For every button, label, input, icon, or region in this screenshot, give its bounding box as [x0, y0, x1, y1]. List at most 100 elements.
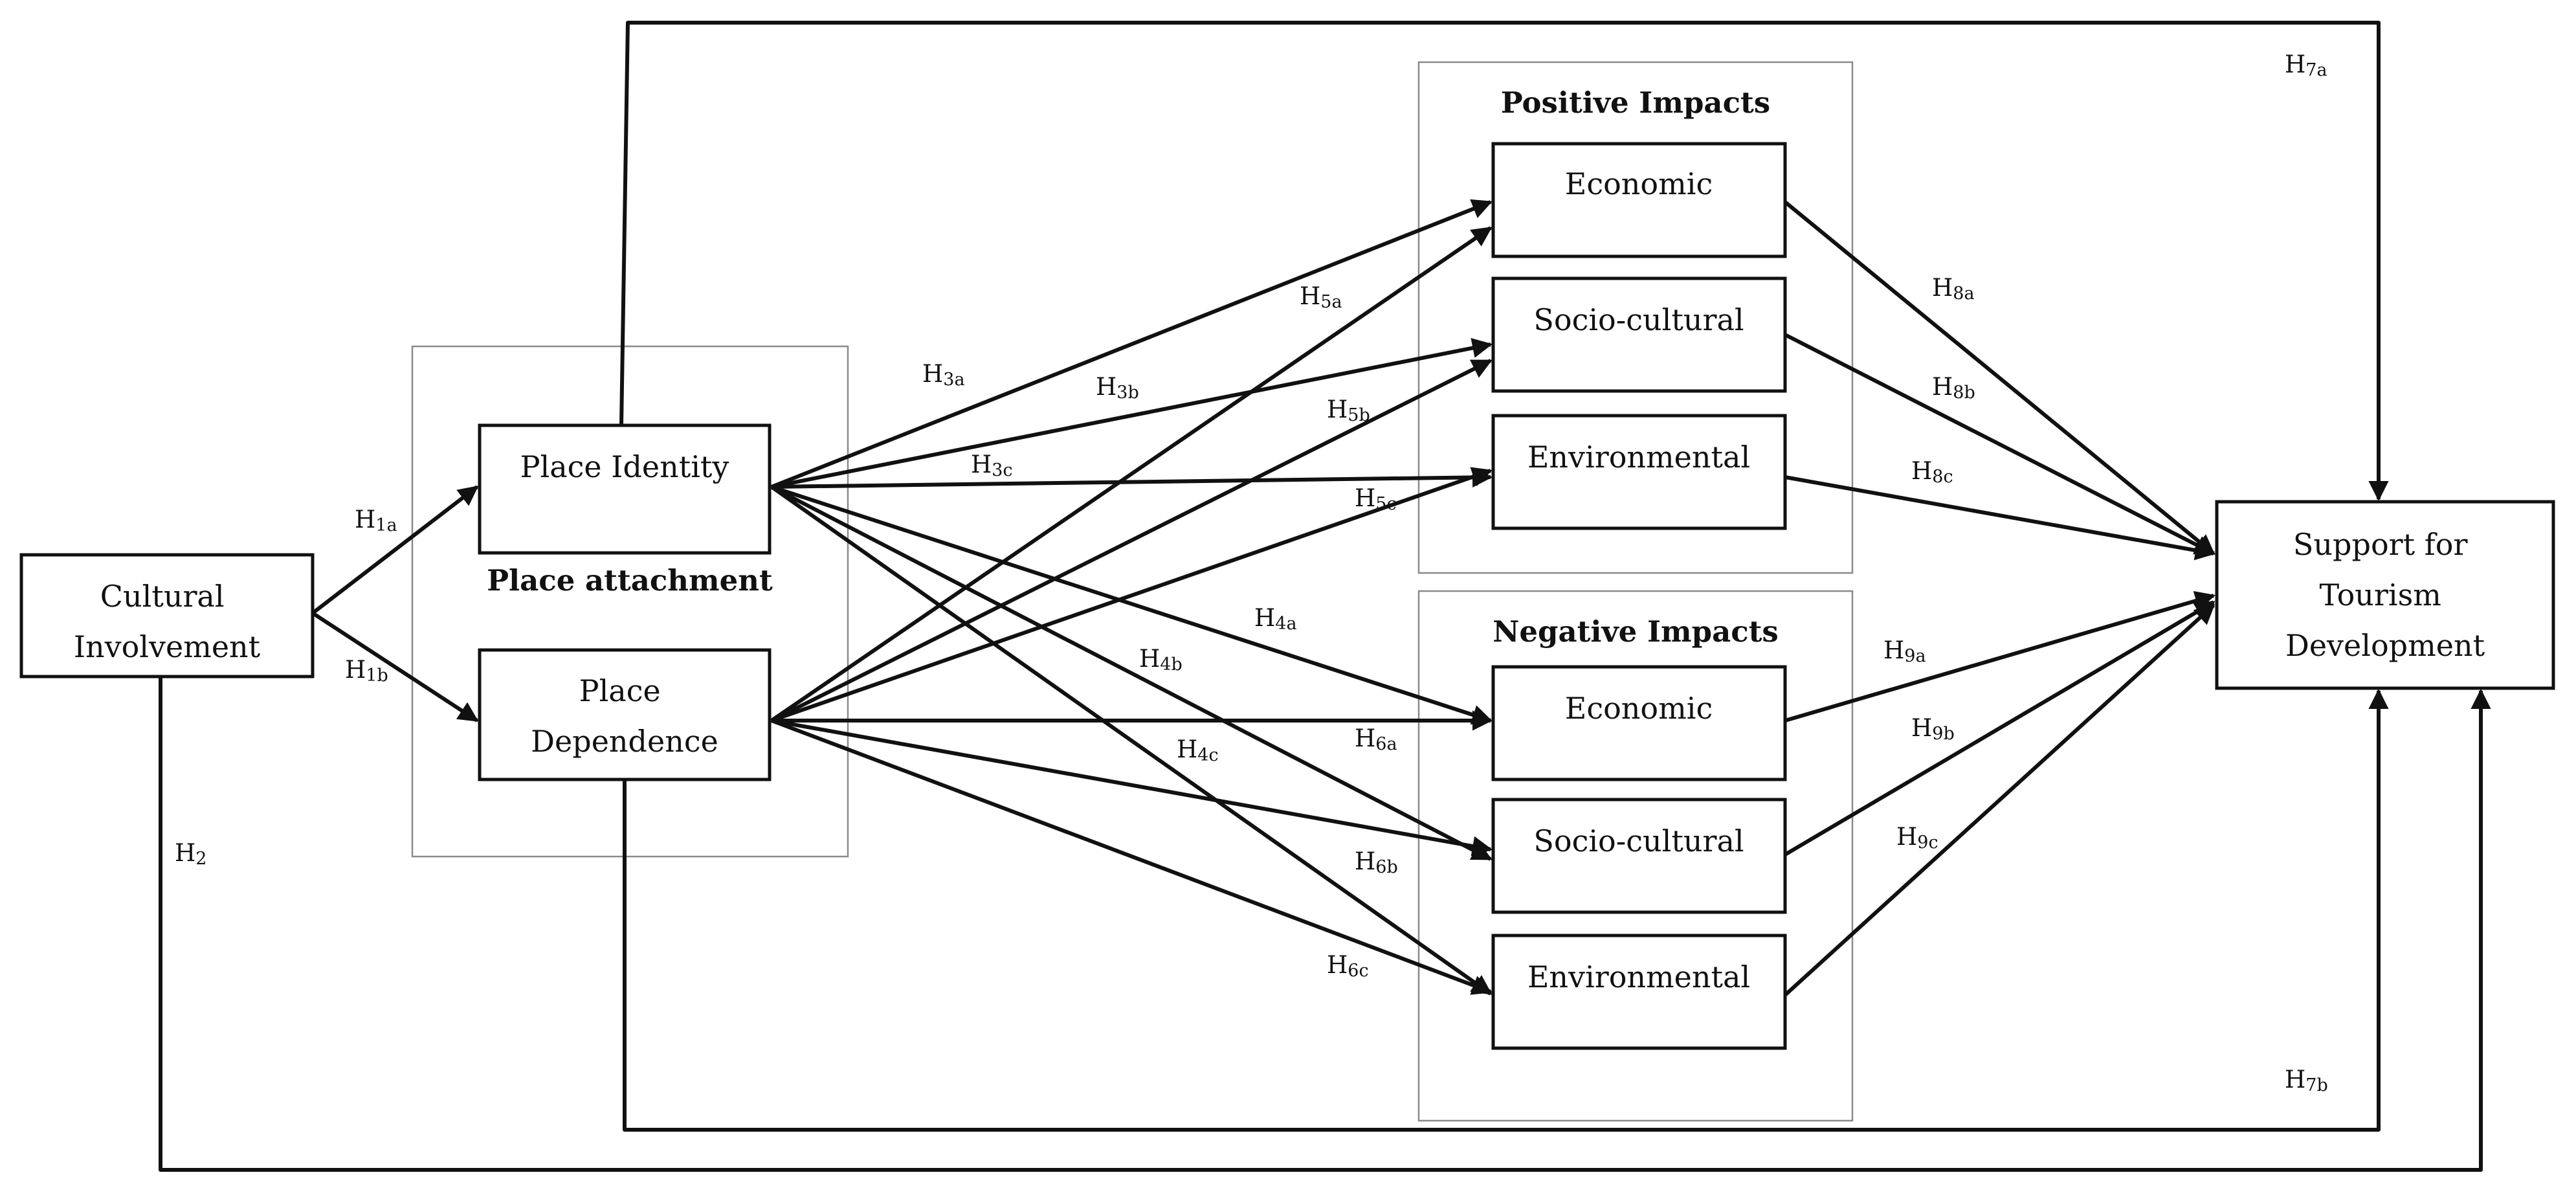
edge-h9b [1784, 600, 2215, 857]
edges [159, 21, 2491, 1172]
support-line-1: Support for [2293, 527, 2468, 562]
hypothesis-label-h9b: H9b [1911, 714, 1955, 744]
hypothesis-letter: H [922, 360, 943, 388]
edge-h1b [311, 611, 479, 723]
edge-h4a [771, 485, 1493, 725]
hypothesis-subscript: 6b [1375, 857, 1397, 877]
cultural-involvement-line-2: Involvement [74, 629, 261, 664]
positive-environmental-node: Environmental [1491, 414, 1787, 530]
hypothesis-subscript: 1b [366, 666, 388, 686]
negative-economic-label: Economic [1565, 691, 1713, 726]
edge-h4b [770, 485, 1493, 861]
hypothesis-letter: H [1327, 396, 1348, 423]
hypothesis-letter: H [1355, 484, 1375, 512]
nodes: Cultural Involvement Place Identity Plac… [19, 142, 2555, 1050]
hypothesis-letter: H [1177, 735, 1197, 763]
cultural-involvement-node: Cultural Involvement [19, 553, 315, 678]
hypothesis-letter: H [1911, 714, 1932, 742]
edge-h7a [619, 21, 2389, 502]
edge-h9a [1784, 590, 2215, 723]
hypothesis-letter: H [1300, 282, 1320, 310]
hypothesis-letter: H [1355, 847, 1375, 875]
hypothesis-label-h8c: H8c [1911, 457, 1953, 487]
hypothesis-subscript: 4b [1160, 655, 1182, 675]
svg-text:Economic: Economic [1565, 691, 1713, 726]
svg-text:Environmental: Environmental [1527, 959, 1750, 994]
support-line-2: Tourism [2320, 577, 2441, 612]
hypothesis-subscript: 6a [1375, 734, 1397, 754]
edge-h8b [1784, 333, 2215, 555]
hypothesis-subscript: 9c [1917, 833, 1938, 853]
negative-socio-cultural-label: Socio-cultural [1533, 824, 1744, 858]
hypothesis-letter: H [1932, 274, 1953, 302]
place-identity-label: Place Identity [520, 449, 729, 484]
hypothesis-letter: H [971, 451, 992, 478]
hypothesis-letter: H [2285, 50, 2305, 78]
negative-impacts-title: Negative Impacts [1493, 614, 1779, 649]
hypothesis-label-h5b: H5b [1327, 396, 1370, 425]
negative-environmental-node: Environmental [1491, 934, 1787, 1050]
hypothesis-subscript: 7b [2305, 1075, 2327, 1095]
edge-h3a [770, 199, 1493, 489]
negative-economic-node: Economic [1491, 665, 1787, 781]
hypothesis-label-h9a: H9a [1883, 636, 1926, 666]
hypothesis-letter: H [1932, 373, 1953, 401]
hypothesis-subscript: 6c [1348, 961, 1368, 981]
hypothesis-label-h3c: H3c [971, 451, 1013, 480]
edge-h3c [771, 467, 1493, 489]
cultural-involvement-line-1: Cultural [100, 579, 225, 614]
edge-h8c [1784, 475, 2216, 561]
hypothesis-label-h1a: H1a [355, 506, 397, 535]
positive-economic-label: Economic [1565, 166, 1713, 201]
edge-h1a [311, 485, 479, 615]
hypothesis-letter: H [1883, 636, 1904, 664]
hypothesis-label-h4a: H4a [1254, 604, 1297, 634]
hypothesis-label-h7b: H7b [2285, 1066, 2328, 1095]
hypothesis-subscript: 9a [1904, 646, 1926, 666]
hypothesis-label-h3a: H3a [922, 360, 965, 390]
edge-h9c [1783, 603, 2215, 997]
hypothesis-subscript: 8b [1953, 383, 1975, 403]
hypothesis-subscript: 3b [1116, 383, 1138, 403]
positive-economic-node: Economic [1491, 142, 1787, 258]
place-attachment-title: Place attachment [487, 563, 773, 598]
hypothesis-label-h4b: H4b [1139, 645, 1183, 675]
edge-h3b [771, 338, 1493, 489]
support-line-3: Development [2285, 628, 2485, 663]
hypothesis-letter: H [2285, 1066, 2305, 1093]
svg-text:Support for Tourism: Support for Tourism Development [2285, 527, 2485, 663]
hypothesis-label-h6a: H6a [1355, 724, 1397, 754]
svg-text:Environmental: Environmental [1527, 440, 1750, 475]
hypothesis-label-h1b: H1b [345, 656, 388, 686]
hypothesis-letter: H [1896, 823, 1917, 851]
svg-text:Socio-cultural: Socio-cultural [1533, 302, 1744, 337]
hypothesis-subscript: 1a [375, 515, 397, 535]
positive-environmental-label: Environmental [1527, 440, 1750, 475]
hypothesis-label-h8b: H8b [1932, 373, 1975, 403]
hypothesis-subscript: 5c [1375, 494, 1396, 514]
hypothesis-subscript: 4c [1197, 745, 1218, 765]
hypothesis-subscript: 8a [1953, 284, 1974, 304]
place-dependence-line-2: Dependence [531, 724, 718, 759]
hypothesis-label-h6c: H6c [1327, 951, 1369, 981]
hypothesis-label-h4c: H4c [1177, 735, 1219, 765]
hypothesis-subscript: 5b [1348, 405, 1370, 425]
edge-h5c [771, 467, 1493, 723]
hypothesis-letter: H [355, 506, 375, 533]
positive-socio-cultural-node: Socio-cultural [1491, 276, 1787, 393]
hypothesis-subscript: 7a [2305, 60, 2327, 80]
hypothesis-subscript: 9b [1932, 724, 1954, 744]
hypothesis-subscript: 3c [992, 460, 1012, 480]
hypothesis-label-h5a: H5a [1300, 282, 1342, 312]
svg-text:Place Dependence: Place Dependence [531, 673, 718, 759]
svg-text:Socio-cultural: Socio-cultural [1533, 824, 1744, 858]
hypothesis-label-h3b: H3b [1096, 373, 1139, 403]
hypothesis-label-h9c: H9c [1896, 823, 1938, 853]
edge-h5b [770, 359, 1493, 723]
hypothesis-letter: H [345, 656, 366, 684]
hypothesis-letter: H [175, 839, 195, 867]
edge-h2 [159, 677, 2491, 1172]
edge-h6c [770, 719, 1493, 995]
